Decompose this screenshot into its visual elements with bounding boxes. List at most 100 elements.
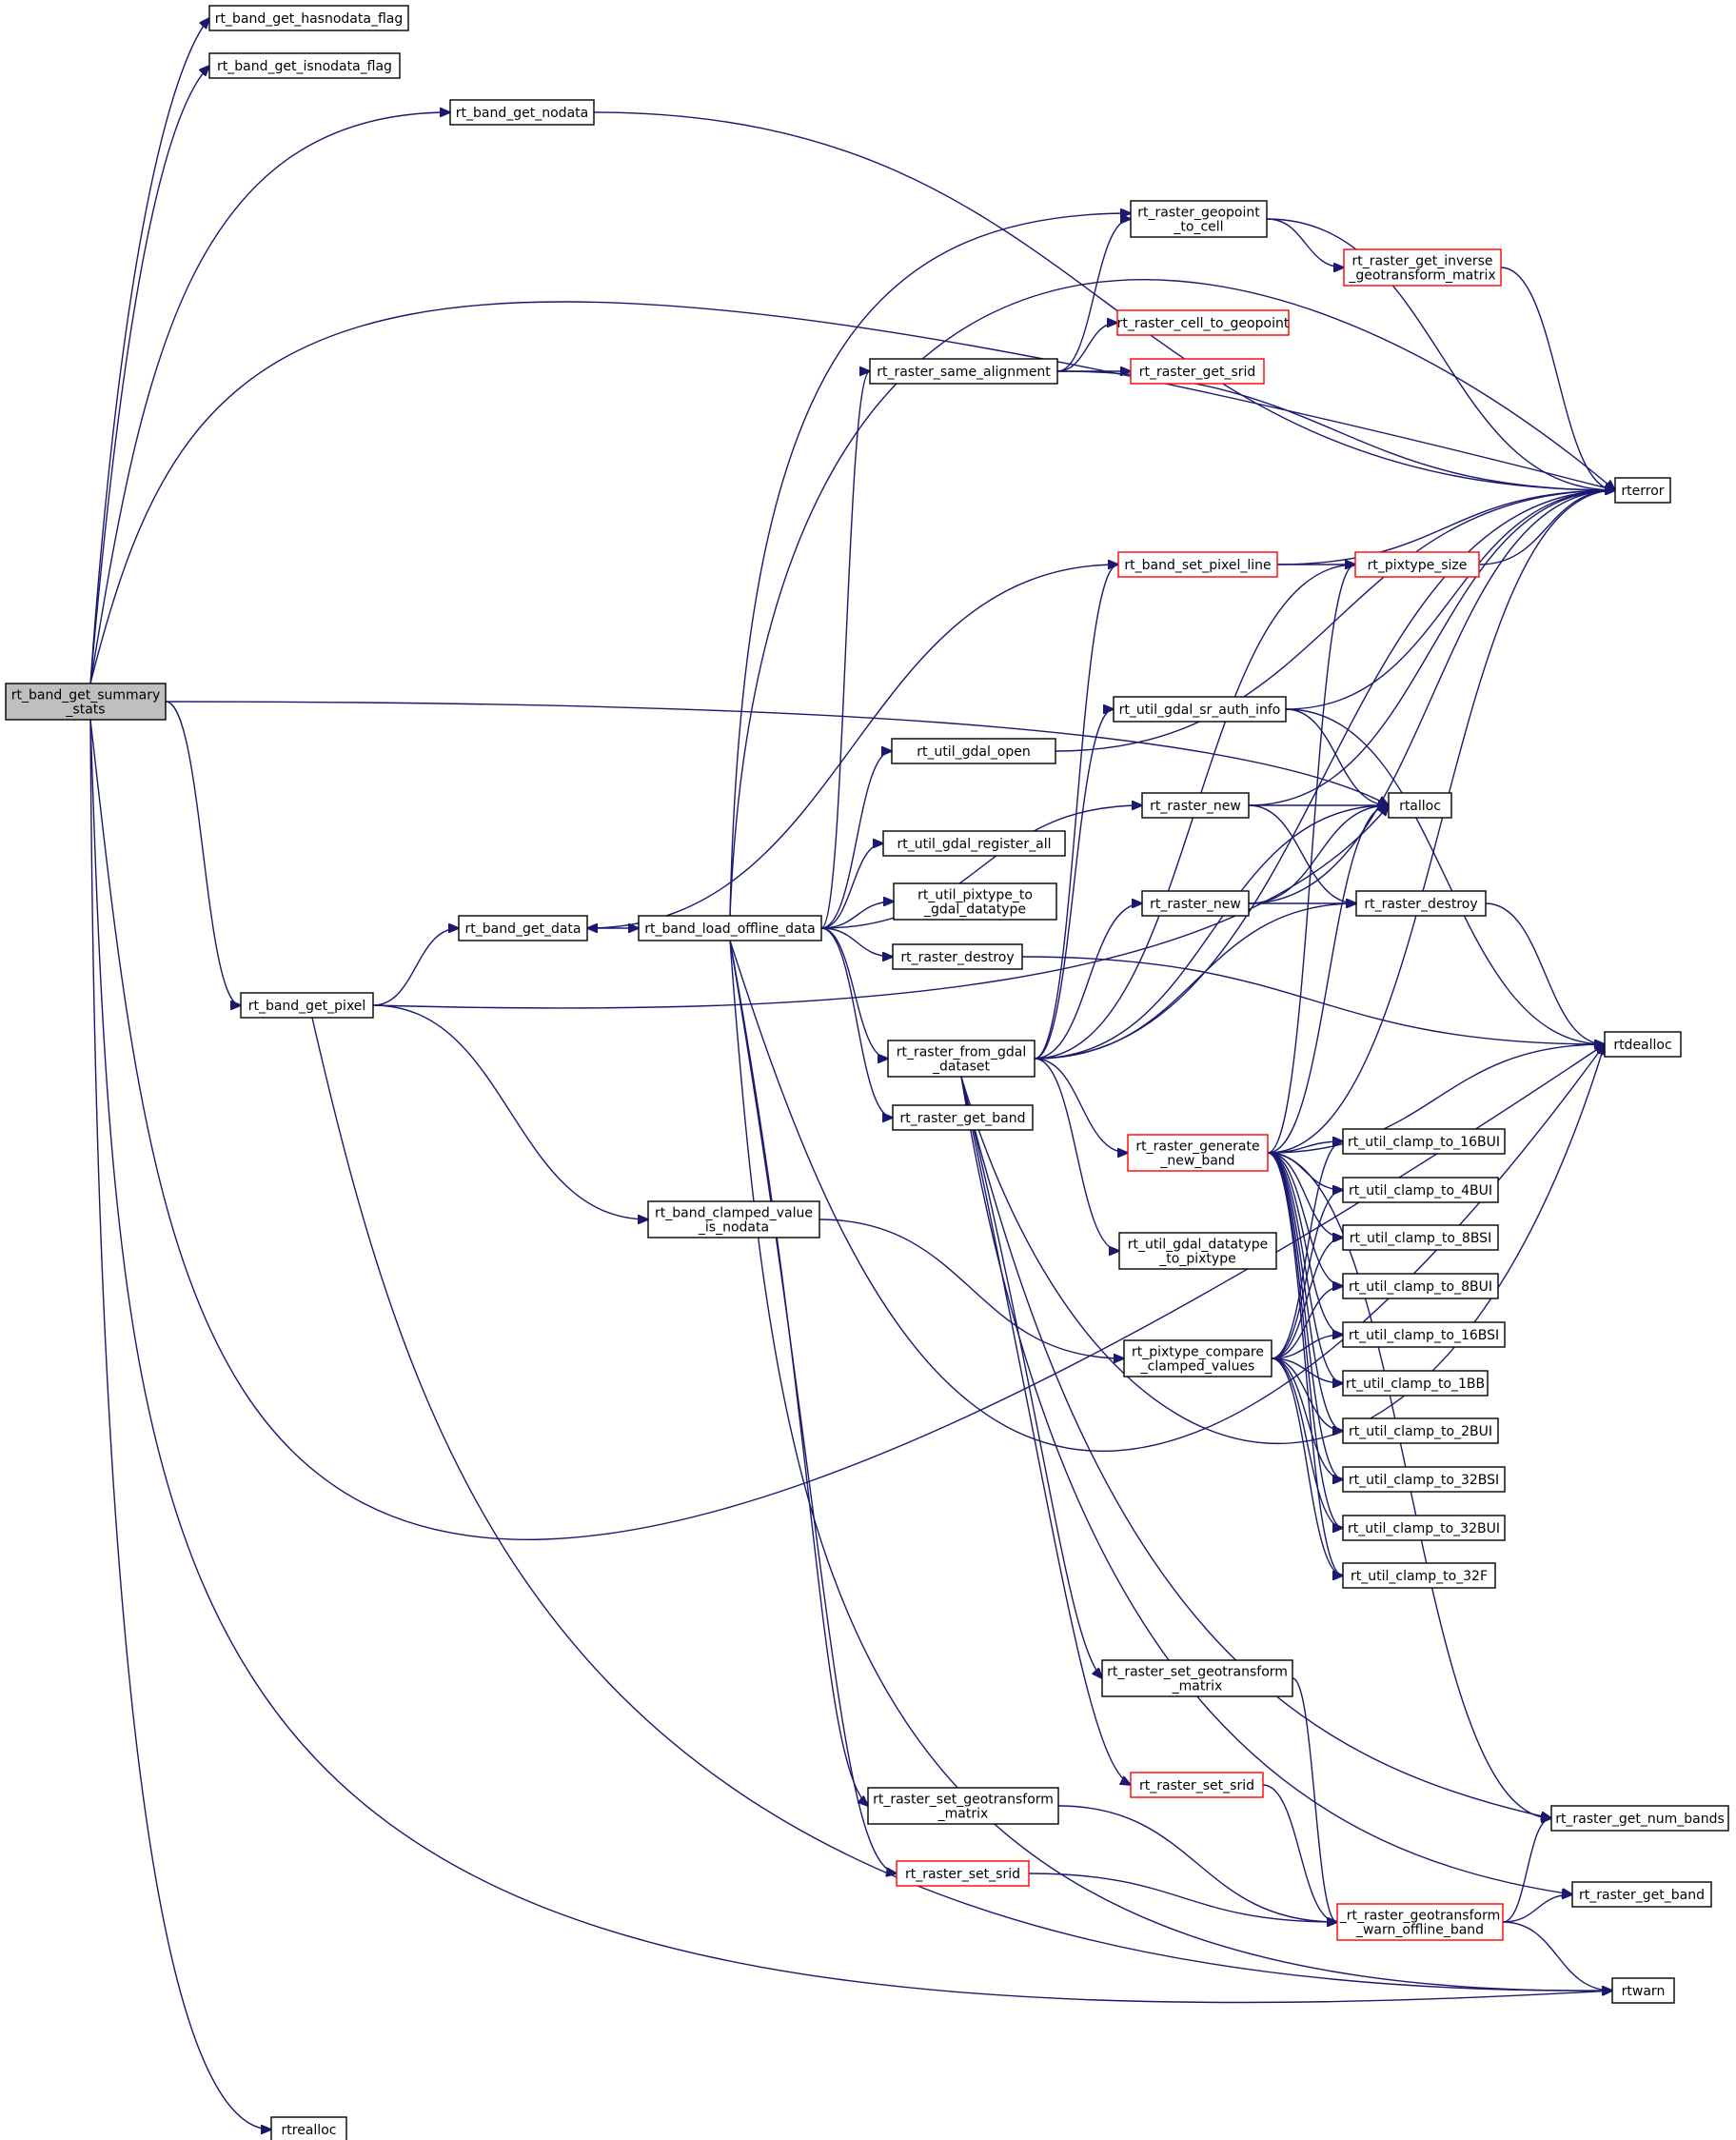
node-pixtype-to-gdal[interactable]: rt_util_pixtype_to_gdal_datatype: [893, 882, 1057, 921]
node-rtdealloc[interactable]: rtdealloc: [1604, 1031, 1682, 1058]
node-get-band-r[interactable]: rt_raster_get_band: [1571, 1881, 1712, 1908]
node-gen-new-band[interactable]: rt_raster_generate_new_band: [1127, 1134, 1269, 1172]
edge-raster_new_a-to-raster_destroy_r: [1248, 804, 1356, 903]
node-label: rt_raster_destroy: [1364, 897, 1477, 912]
edge-loadoffline-to-get_band_m: [820, 927, 893, 1118]
edge-gen_new_band-to-rtalloc: [1267, 805, 1389, 1154]
node-c1bb[interactable]: rt_util_clamp_to_1BB: [1342, 1370, 1489, 1397]
node-raster-destroy-r[interactable]: rt_raster_destroy: [1355, 890, 1487, 917]
edge-same_alignment-to-cell_to_geopoint: [1056, 323, 1117, 372]
node-label: _to_cell: [1173, 220, 1223, 235]
node-clamped-nodata[interactable]: rt_band_clamped_value_is_nodata: [647, 1200, 820, 1238]
edge-gen_new_band-to-c8bui: [1267, 1152, 1343, 1286]
node-c32bsi[interactable]: rt_util_clamp_to_32BSI: [1342, 1466, 1506, 1493]
node-c8bui[interactable]: rt_util_clamp_to_8BUI: [1342, 1273, 1499, 1299]
node-sr-auth-info[interactable]: rt_util_gdal_sr_auth_info: [1113, 696, 1287, 723]
node-set-srid-r[interactable]: rt_raster_set_srid: [1130, 1772, 1264, 1798]
edge-same_alignment-to-rterror: [1056, 370, 1615, 490]
node-box: [1355, 890, 1487, 917]
node-label: rt_util_pixtype_to: [917, 888, 1033, 903]
node-label: rt_band_get_pixel: [248, 999, 366, 1014]
node-c8bsi[interactable]: rt_util_clamp_to_8BSI: [1342, 1224, 1499, 1251]
node-gdal-to-pixtype[interactable]: rt_util_gdal_datatype_to_pixtype: [1118, 1232, 1277, 1270]
node-loadoffline[interactable]: rt_band_load_offline_data: [638, 915, 822, 941]
node-rterror[interactable]: rterror: [1614, 477, 1671, 504]
edge-compare_clamped-to-c8bsi: [1271, 1238, 1343, 1359]
node-c4bui[interactable]: rt_util_clamp_to_4BUI: [1342, 1177, 1499, 1203]
node-get-srid[interactable]: rt_raster_get_srid: [1130, 358, 1265, 385]
edge-gen_new_band-to-pixtype_size: [1267, 565, 1355, 1154]
node-box: [1388, 792, 1452, 819]
edge-sr_auth_info-to-rterror: [1285, 490, 1615, 710]
edge-gen_new_band-to-c32bsi: [1267, 1152, 1343, 1479]
edge-from_gdal-to-raster_destroy_r: [1034, 903, 1356, 1060]
edge-gen_new_band-to-c1bb: [1267, 1152, 1343, 1383]
node-box: [882, 830, 1066, 857]
node-rtwarn[interactable]: rtwarn: [1611, 1977, 1675, 2004]
edge-root-to-hasnodata: [89, 18, 209, 684]
edge-warn_offline-to-get_band_r: [1502, 1894, 1572, 1923]
edge-compare_clamped-to-c32bui: [1271, 1357, 1343, 1528]
node-cell-to-geopoint[interactable]: rt_raster_cell_to_geopoint: [1116, 309, 1290, 336]
node-pixtype-size[interactable]: rt_pixtype_size: [1354, 551, 1480, 578]
node-raster-new-a[interactable]: rt_raster_new: [1141, 792, 1250, 819]
node-c16bsi[interactable]: rt_util_clamp_to_16BSI: [1342, 1321, 1506, 1348]
node-c32f[interactable]: rt_util_clamp_to_32F: [1342, 1562, 1496, 1589]
node-layer: rt_band_get_summary_stats rt_band_get_has…: [5, 5, 1729, 2140]
node-isnodata[interactable]: rt_band_get_isnodata_flag: [208, 52, 401, 79]
node-label: rt_raster_get_srid: [1139, 365, 1256, 380]
node-getpixel[interactable]: rt_band_get_pixel: [240, 992, 374, 1019]
node-hasnodata[interactable]: rt_band_get_hasnodata_flag: [208, 5, 409, 31]
node-label: rt_raster_new: [1150, 799, 1241, 814]
node-register-all[interactable]: rt_util_gdal_register_all: [882, 830, 1066, 857]
node-box: [887, 1040, 1036, 1078]
node-warn-offline[interactable]: _rt_raster_geotransform_warn_offline_ban…: [1336, 1903, 1504, 1941]
node-box: [1118, 1232, 1277, 1270]
node-same-alignment[interactable]: rt_raster_same_alignment: [869, 358, 1058, 385]
node-set-pixel-line[interactable]: rt_band_set_pixel_line: [1117, 551, 1278, 578]
node-root[interactable]: rt_band_get_summary_stats: [5, 683, 167, 721]
node-set-gt-r[interactable]: rt_raster_set_geotransform_matrix: [1101, 1659, 1293, 1697]
node-box: [893, 882, 1057, 921]
edge-geopoint_to_cell-to-inverse_gt: [1266, 218, 1344, 268]
node-inverse-gt[interactable]: rt_raster_get_inverse_geotransform_matri…: [1343, 248, 1502, 287]
node-get-band-m[interactable]: rt_raster_get_band: [892, 1104, 1034, 1131]
node-from-gdal[interactable]: rt_raster_from_gdal_dataset: [887, 1040, 1036, 1078]
node-get-num-bands[interactable]: rt_raster_get_num_bands: [1550, 1805, 1729, 1832]
node-c16bui[interactable]: rt_util_clamp_to_16BUI: [1342, 1128, 1506, 1155]
edge-set_srid_r-to-warn_offline: [1262, 1784, 1337, 1922]
edge-root-to-rtwarn: [89, 719, 1612, 2004]
edge-root-to-rtdealloc: [89, 719, 1605, 1540]
edge-loadoffline-to-raster_new_a: [820, 805, 1142, 929]
node-geopoint-to-cell[interactable]: rt_raster_geopoint_to_cell: [1130, 200, 1268, 238]
edge-compare_clamped-to-c1bb: [1271, 1357, 1343, 1383]
node-label: rt_raster_geopoint: [1137, 206, 1260, 221]
edge-from_gdal-to-sr_auth_info: [1034, 709, 1114, 1060]
node-label: rt_pixtype_compare: [1132, 1345, 1264, 1360]
node-getdata[interactable]: rt_band_get_data: [458, 915, 588, 941]
node-box: [869, 358, 1058, 385]
node-set-srid-l[interactable]: rt_raster_set_srid: [896, 1860, 1030, 1887]
edge-compare_clamped-to-c8bui: [1271, 1286, 1343, 1359]
node-gdal-open[interactable]: rt_util_gdal_open: [891, 738, 1056, 764]
node-box: [647, 1200, 820, 1238]
node-label: _stats: [65, 703, 105, 718]
node-getnodata[interactable]: rt_band_get_nodata: [449, 99, 595, 126]
edge-inverse_gt-to-rterror: [1500, 267, 1615, 490]
node-label: rt_raster_get_inverse: [1351, 254, 1492, 269]
node-raster-new-b[interactable]: rt_raster_new: [1141, 890, 1250, 917]
node-c32bui[interactable]: rt_util_clamp_to_32BUI: [1342, 1515, 1506, 1541]
node-label: rt_band_get_data: [465, 921, 582, 937]
edge-getpixel-to-rtalloc: [372, 805, 1389, 1009]
node-rtrealloc[interactable]: rtrealloc: [270, 2116, 347, 2140]
node-raster-destroy-m[interactable]: rt_raster_destroy: [892, 943, 1023, 970]
edge-from_gdal-to-set_srid_r: [960, 1076, 1131, 1785]
edge-gen_new_band-to-c8bsi: [1267, 1152, 1343, 1238]
node-rtalloc[interactable]: rtalloc: [1388, 792, 1452, 819]
node-c2bui[interactable]: rt_util_clamp_to_2BUI: [1342, 1417, 1499, 1444]
node-compare-clamped[interactable]: rt_pixtype_compare_clamped_values: [1123, 1339, 1272, 1377]
node-label: rt_band_get_nodata: [456, 106, 588, 121]
node-set-gt-l[interactable]: rt_raster_set_geotransform_matrix: [867, 1787, 1059, 1825]
node-label: rterror: [1621, 484, 1664, 499]
edge-clamped_nodata-to-compare_clamped: [819, 1219, 1124, 1358]
